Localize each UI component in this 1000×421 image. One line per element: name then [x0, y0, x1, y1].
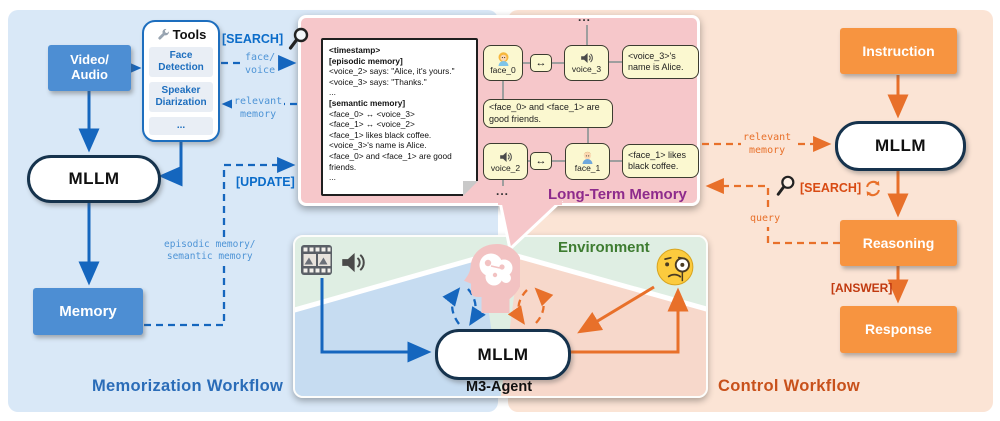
- face0-label: face_0: [490, 64, 516, 75]
- note-line: ...: [329, 87, 336, 98]
- voice3-node: voice_3: [564, 45, 609, 81]
- m3-agent-label: M3-Agent: [466, 379, 533, 395]
- tool-ellipsis: ...: [149, 117, 213, 135]
- voice2-label: voice_2: [490, 162, 521, 173]
- control-mllm-pill: MLLM: [835, 121, 966, 171]
- note-line: <face_0> and <face_1> are good friends.: [329, 151, 452, 172]
- video-audio-box: Video/ Audio: [48, 45, 131, 91]
- memorization-mllm-pill: MLLM: [27, 155, 161, 203]
- man-face-icon: [582, 152, 593, 165]
- face1-node: face_1: [565, 143, 610, 180]
- search-tag-orange: [SEARCH]: [800, 181, 862, 195]
- audio-speaker-icon: [342, 252, 365, 273]
- episodic-semantic-label: episodic memory/ semantic memory: [162, 238, 258, 264]
- relation-box: ↔: [530, 152, 552, 170]
- fact-face1-coffee: <face_1> likes black coffee.: [622, 144, 699, 178]
- note-line: [semantic memory]: [329, 98, 406, 109]
- face-voice-label: face/ voice: [243, 51, 278, 78]
- instruction-box: Instruction: [840, 28, 957, 74]
- search-tag-blue: [SEARCH]: [222, 32, 284, 46]
- control-workflow-label: Control Workflow: [718, 377, 860, 395]
- search-icon: [288, 27, 309, 50]
- answer-tag: [ANSWER]: [831, 281, 893, 295]
- note-line: ...: [329, 172, 336, 183]
- note-line: [episodic memory]: [329, 55, 403, 66]
- memory-note-card: <timestamp> [episodic memory] <voice_2> …: [321, 38, 478, 196]
- memorization-workflow-label: Memorization Workflow: [92, 377, 284, 395]
- woman-face-icon: [498, 52, 508, 66]
- relevant-memory-label-blue: relevant memory: [232, 95, 285, 122]
- note-line: <face_1> likes black coffee.: [329, 129, 432, 140]
- environment-label: Environment: [558, 239, 650, 256]
- video-audio-label: Video/: [70, 52, 109, 68]
- environment-mllm-pill: MLLM: [435, 329, 571, 380]
- query-label: query: [748, 212, 783, 227]
- fact-voice3-name: <voice_3>'s name is Alice.: [622, 45, 699, 79]
- response-box: Response: [840, 306, 957, 353]
- voice-speaker-icon: [580, 53, 593, 64]
- speech-bubble-tail: [498, 201, 564, 252]
- voice-speaker-icon: [499, 151, 512, 162]
- refresh-loop-icon: [866, 180, 880, 197]
- head-brain-icon: [464, 244, 520, 313]
- face0-node: face_0: [483, 45, 523, 81]
- note-line: <voice_2> says: "Alice, it's yours.": [329, 66, 455, 77]
- note-line: <voice_3> says: "Thanks.": [329, 76, 427, 87]
- tool-face-detection: Face Detection: [149, 47, 213, 77]
- note-line: <face_0> ↔ <voice_3>: [329, 108, 415, 119]
- voice2-node: voice_2: [483, 143, 528, 180]
- tools-box: Tools Face Detection Speaker Diarization…: [142, 20, 220, 142]
- wrench-icon: [158, 28, 169, 39]
- tool-speaker-diarization: Speaker Diarization: [149, 82, 213, 112]
- relevant-memory-label-orange: relevant memory: [741, 131, 794, 158]
- graph-ellipsis-bottom: ...: [496, 184, 510, 198]
- reasoning-box: Reasoning: [840, 220, 957, 266]
- folded-corner: [463, 181, 478, 196]
- note-line: <voice_3>'s name is Alice.: [329, 140, 427, 151]
- search-icon: [776, 175, 795, 196]
- monocle-face-icon: [656, 248, 694, 286]
- note-line: <face_1> ↔ <voice_2>: [329, 119, 415, 130]
- update-tag: [UPDATE]: [236, 175, 295, 189]
- graph-ellipsis-top: ...: [578, 10, 592, 24]
- fact-good-friends: <face_0> and <face_1> are good friends.: [483, 99, 613, 128]
- voice3-label: voice_3: [571, 64, 602, 75]
- film-icon: [301, 245, 332, 275]
- relation-box: ↔: [530, 54, 552, 72]
- face1-label: face_1: [574, 163, 601, 174]
- video-audio-label: Audio: [71, 67, 108, 82]
- memory-box: Memory: [33, 288, 143, 335]
- tools-title: Tools: [172, 27, 207, 42]
- note-line: <timestamp>: [329, 45, 381, 55]
- long-term-memory-title: Long-Term Memory: [548, 186, 687, 203]
